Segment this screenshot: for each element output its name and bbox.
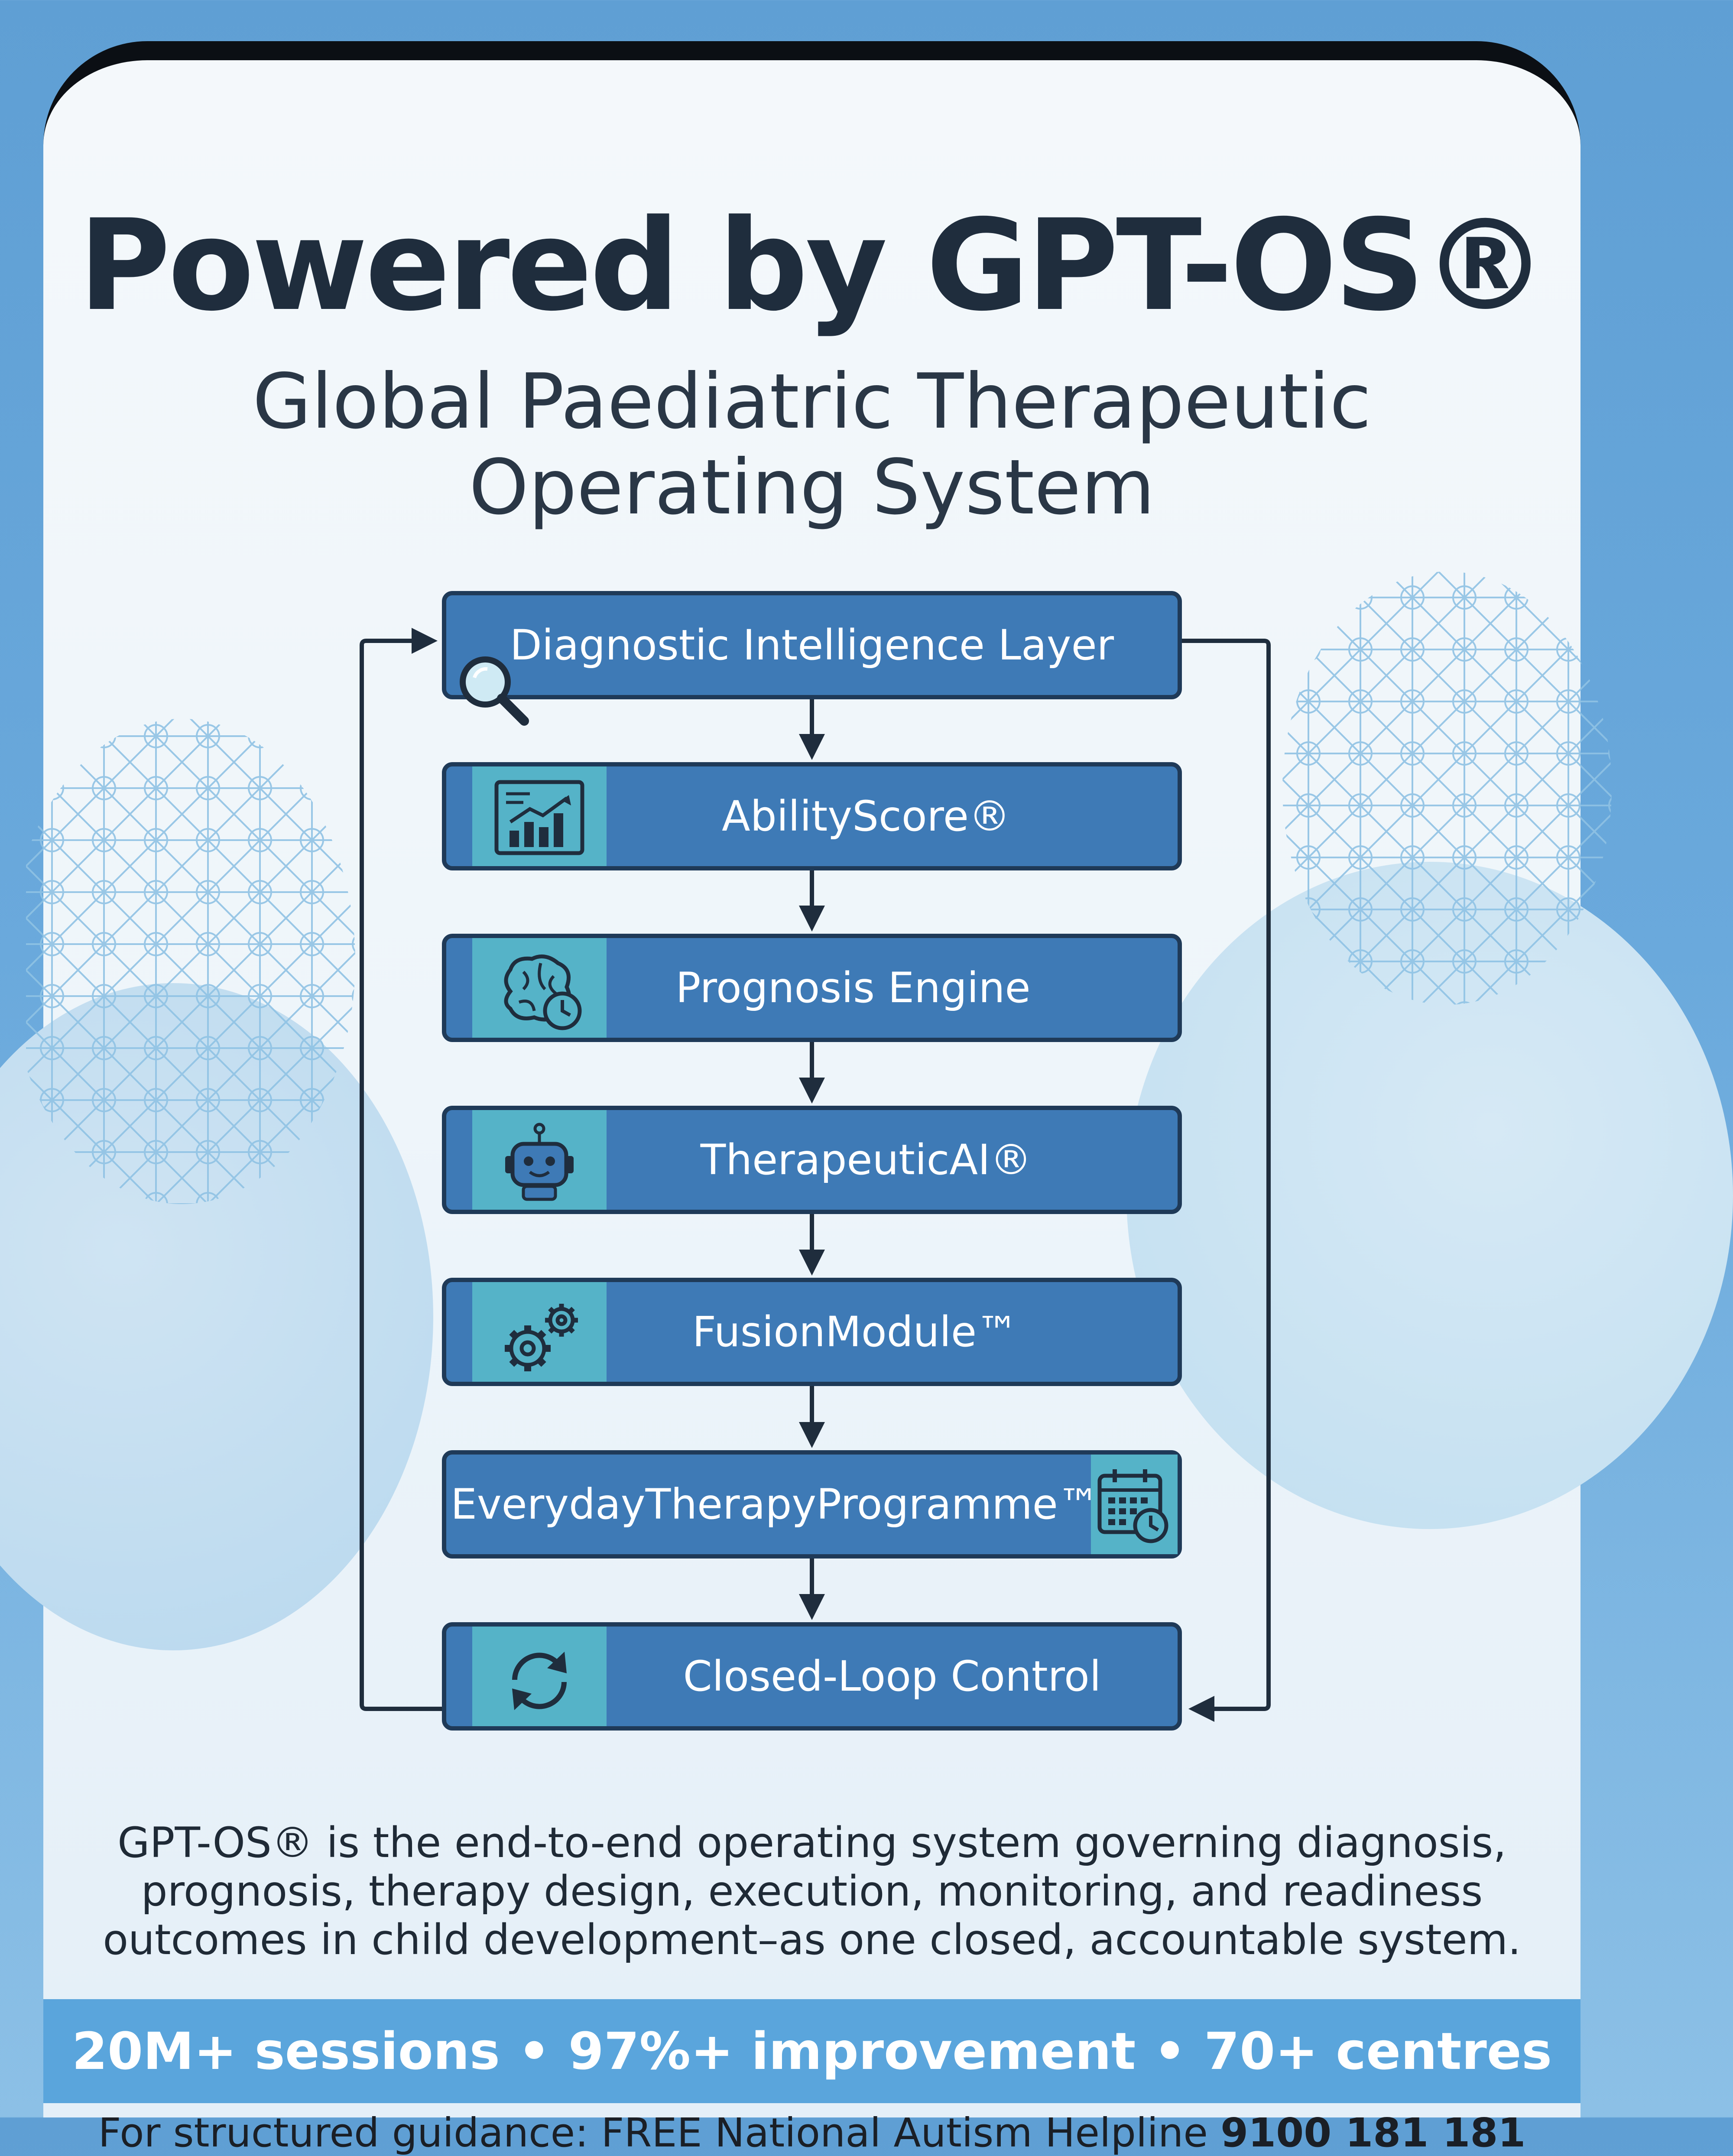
decor-pattern-right xyxy=(1282,571,1612,1005)
flow-connectors xyxy=(360,628,1271,1722)
brain-clock-icon xyxy=(504,954,582,1030)
bar-chart-icon xyxy=(494,780,584,855)
step-label: Diagnostic Intelligence Layer xyxy=(510,621,1114,669)
step-therapeuticai: TherapeuticAI® xyxy=(442,1106,1182,1214)
step-everydaytherapyprogramme: EverydayTherapyProgramme™ xyxy=(442,1450,1182,1559)
step-prognosis-engine: Prognosis Engine xyxy=(442,934,1182,1042)
decor-pattern-left xyxy=(26,719,355,1204)
page-subtitle: Global Paediatric Therapeutic Operating … xyxy=(43,359,1580,531)
icon-tile xyxy=(1091,1455,1178,1554)
step-fusionmodule: FusionModule™ xyxy=(442,1278,1182,1386)
subtitle-line-2: Operating System xyxy=(469,443,1155,532)
icon-tile xyxy=(472,1110,607,1210)
step-label: Closed-Loop Control xyxy=(683,1652,1101,1701)
step-diagnostic-intelligence-layer: Diagnostic Intelligence Layer xyxy=(442,591,1182,699)
step-label: AbilityScore® xyxy=(722,792,1010,841)
step-label: Prognosis Engine xyxy=(675,964,1031,1012)
description-line-1: GPT-OS® is the end-to-end operating syst… xyxy=(117,1818,1506,1867)
robot-icon xyxy=(505,1123,574,1201)
stats-band: 20M+ sessions • 97%+ improvement • 70+ c… xyxy=(43,1999,1580,2103)
step-label: FusionModule™ xyxy=(692,1308,1019,1356)
helpline-text: For structured guidance: FREE National A… xyxy=(98,2110,1208,2156)
subtitle-line-1: Global Paediatric Therapeutic xyxy=(252,358,1372,446)
step-label: EverydayTherapyProgramme™ xyxy=(451,1480,1100,1529)
stats-text: 20M+ sessions • 97%+ improvement • 70+ c… xyxy=(71,2021,1552,2081)
step-abilityscore: AbilityScore® xyxy=(442,762,1182,870)
icon-tile xyxy=(472,938,607,1038)
calendar-clock-icon xyxy=(1097,1469,1168,1543)
helpline-footer: For structured guidance: FREE National A… xyxy=(43,2113,1580,2153)
description-line-2: prognosis, therapy design, execution, mo… xyxy=(141,1867,1483,1916)
refresh-cycle-icon xyxy=(512,1652,567,1710)
step-closed-loop-control: Closed-Loop Control xyxy=(442,1622,1182,1731)
step-label: TherapeuticAI® xyxy=(700,1136,1032,1184)
poster-card: Powered by GPT-OS® Global Paediatric The… xyxy=(0,41,1733,2153)
helpline-number[interactable]: 9100 181 181 xyxy=(1220,2110,1526,2156)
icon-tile xyxy=(472,766,607,866)
icon-tile xyxy=(472,1282,607,1382)
magnifier-icon xyxy=(460,656,529,726)
gears-icon xyxy=(505,1304,578,1371)
icon-tile xyxy=(472,1627,607,1726)
loop-arrow-left xyxy=(360,628,442,1711)
loop-arrow-right xyxy=(1182,639,1271,1722)
page-title: Powered by GPT-OS® xyxy=(78,193,1548,339)
description-line-3: outcomes in child development–as one clo… xyxy=(103,1916,1521,1964)
description-text: GPT-OS® is the end-to-end operating syst… xyxy=(43,1818,1580,1964)
